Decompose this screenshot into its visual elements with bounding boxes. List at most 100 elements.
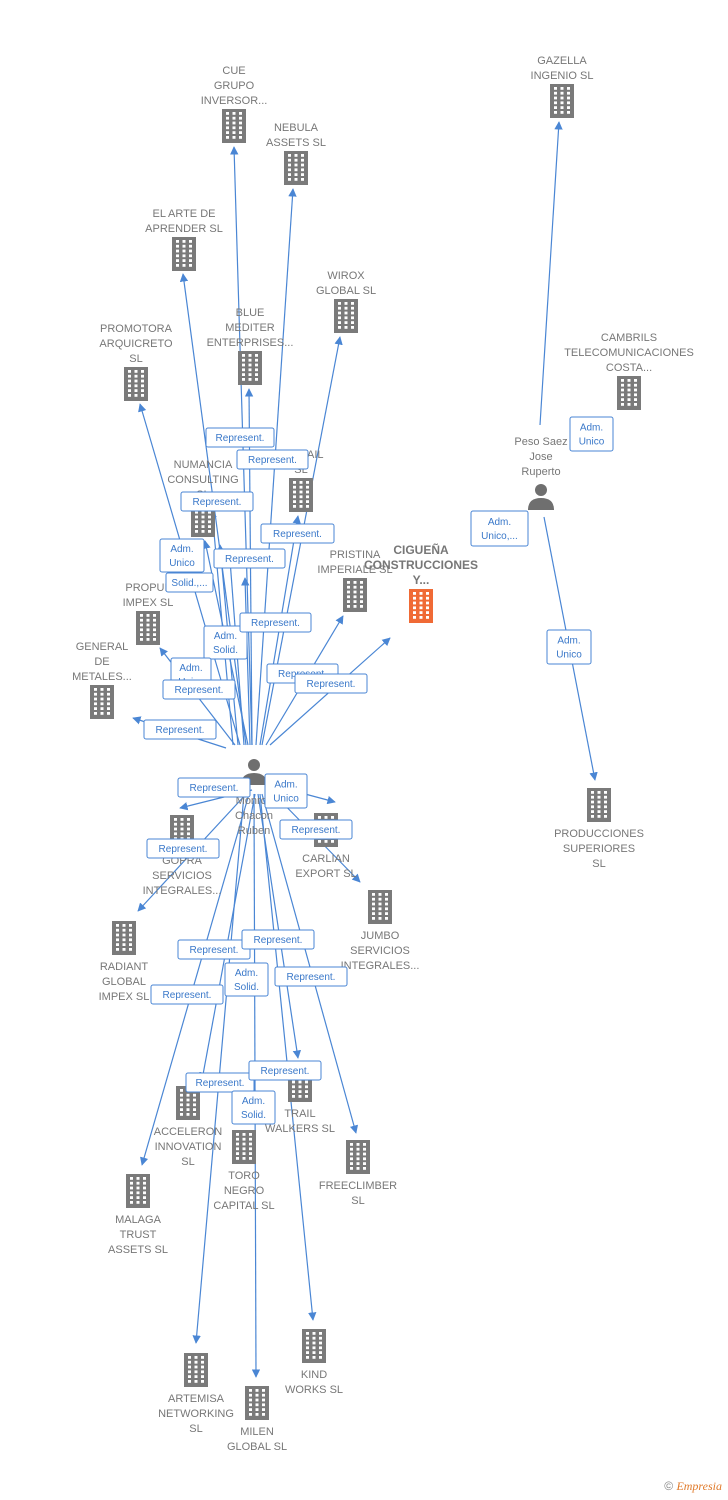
node-label: PRISTINA (330, 549, 381, 561)
node-label: Y... (413, 573, 430, 587)
edge-line (539, 121, 563, 426)
edge-label: Represent. (177, 939, 251, 960)
node-label: NEBULA (274, 122, 319, 134)
node-label: WIROX (327, 270, 365, 282)
edge-line (259, 793, 317, 1321)
node-label: TRUST (120, 1229, 157, 1241)
node-label: NUMANCIA (174, 459, 233, 471)
node-label: SL (129, 353, 142, 365)
node-label: GLOBAL (102, 976, 146, 988)
edge-label-text: Unico,... (481, 531, 518, 542)
edge-label-text: Solid. (241, 1110, 266, 1121)
node-cue[interactable]: CUEGRUPOINVERSOR... (201, 65, 268, 143)
building-icon (289, 478, 313, 512)
node-jumbo[interactable]: JUMBOSERVICIOSINTEGRALES... (341, 890, 420, 972)
node-label: PRODUCCIONES (554, 828, 644, 840)
node-label: EXPORT SL (295, 868, 356, 880)
node-label: GAZELLA (537, 55, 587, 67)
node-label: INTEGRALES... (341, 960, 420, 972)
edge-label: Represent. (239, 612, 312, 633)
node-label: Ruben (238, 825, 270, 837)
edge-label-text: Represent. (156, 725, 205, 736)
node-label: CONSULTING (167, 474, 238, 486)
building-icon (136, 611, 160, 645)
edge-label-text: Represent. (196, 1078, 245, 1089)
edge-label: Adm. Unico,... (470, 510, 529, 547)
copyright-icon: © (664, 1479, 674, 1493)
node-label: FREECLIMBER (319, 1180, 397, 1192)
node-label: Chacon (235, 810, 273, 822)
node-label: NETWORKING (158, 1408, 234, 1420)
edge-line (261, 793, 359, 1134)
edge-label: Represent. (236, 449, 309, 470)
node-label: INTEGRALES... (143, 885, 222, 897)
edge-label-text: Adm. (488, 517, 511, 528)
node-label: ACCELERON (154, 1126, 223, 1138)
node-ciguena[interactable]: CIGUEÑACONSTRUCCIONESY... (364, 542, 478, 623)
edge-label-text: Represent. (273, 529, 322, 540)
edge-line (199, 793, 256, 1081)
building-icon (409, 589, 433, 623)
building-icon (284, 151, 308, 185)
brand-logo[interactable]: Empresia (676, 1479, 722, 1493)
node-label: MEDITER (225, 322, 275, 334)
node-label: ENTERPRISES... (207, 337, 294, 349)
edge-label: Represent. (177, 777, 251, 798)
node-label: MALAGA (115, 1214, 162, 1226)
node-label: ARTEMISA (168, 1393, 225, 1405)
node-label: IMPERIALE SL (317, 564, 392, 576)
node-label: CUE (222, 65, 245, 77)
node-blue[interactable]: BLUEMEDITERENTERPRISES... (207, 307, 294, 385)
edge-label-text: Adm. (242, 1096, 265, 1107)
node-label: Jose (529, 451, 552, 463)
node-general[interactable]: GENERALDEMETALES... (72, 641, 132, 719)
node-label: IMPEX SL (123, 597, 174, 609)
edge-label: Represent. (150, 984, 224, 1005)
node-label: COSTA... (606, 362, 652, 374)
edge-label: Represent. (185, 1072, 255, 1093)
edge-label: Represent. (162, 679, 236, 700)
edge-label: Represent. (248, 1060, 322, 1081)
building-icon (124, 367, 148, 401)
node-label: ARQUICRETO (99, 338, 173, 350)
node-label: CONSTRUCCIONES (364, 558, 478, 572)
edge-label: Represent. (260, 523, 335, 544)
node-cambrils[interactable]: CAMBRILSTELECOMUNICACIONESCOSTA... (564, 332, 694, 410)
node-label: SL (592, 858, 605, 870)
edge-label-text: Represent. (175, 685, 224, 696)
edge-label: Adm.Solid. (203, 625, 248, 660)
node-label: WALKERS SL (265, 1123, 335, 1135)
edge-label: Represent. (279, 819, 353, 840)
building-icon (245, 1386, 269, 1420)
edge-label: Adm.Unico (569, 416, 614, 452)
node-label: Ruperto (521, 466, 560, 478)
node-pristina[interactable]: PRISTINA IMPERIALE SL (317, 549, 393, 612)
node-label: ASSETS SL (266, 137, 326, 149)
edge-label-text: Adm. (557, 636, 580, 647)
node-label: CAMBRILS (601, 332, 657, 344)
edge-label: Represent. (180, 491, 254, 512)
node-label: TORO (228, 1170, 260, 1182)
edge-label: Adm.Unico (159, 538, 205, 573)
node-nebula[interactable]: NEBULA ASSETS SL (266, 122, 326, 185)
edge-label: Represent. (294, 673, 368, 694)
edge-label-text: Adm. (179, 663, 202, 674)
footer-brand: © Empresia (664, 1479, 722, 1494)
node-label: CARLIAN (302, 853, 350, 865)
edge-label-text: Represent. (190, 945, 239, 956)
edge-label-text: Solid. (213, 645, 238, 656)
